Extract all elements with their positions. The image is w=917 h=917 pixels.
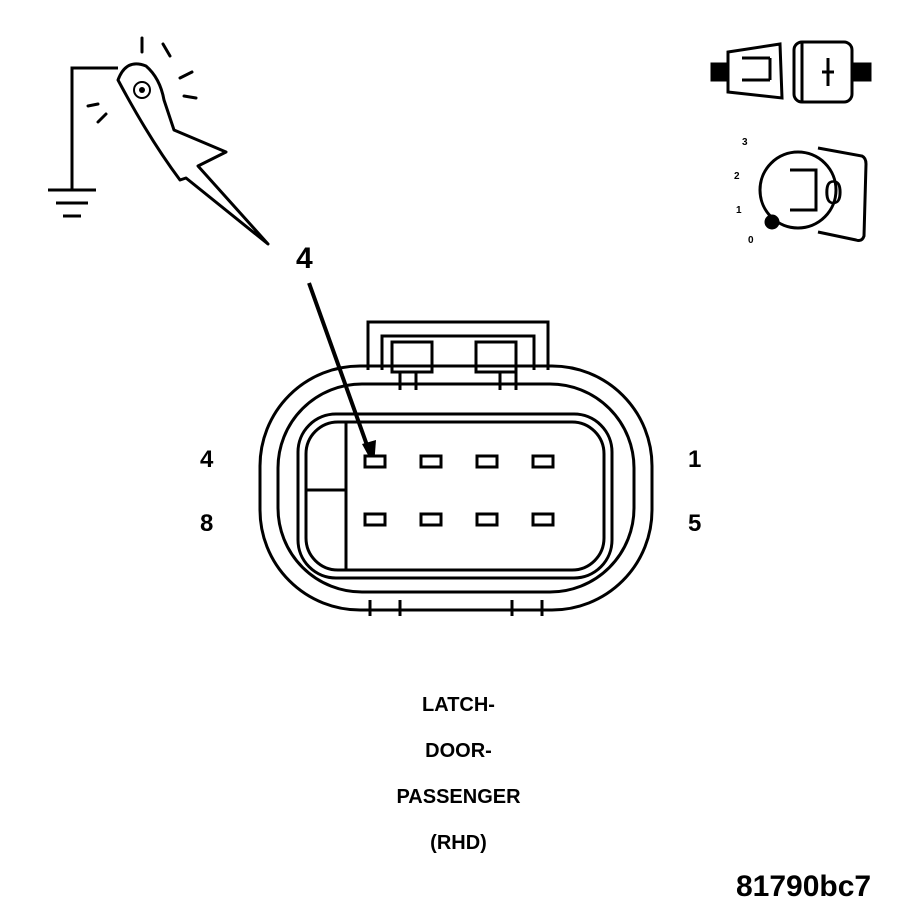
connector-cavity [296,412,614,580]
caption-line-2: DOOR- [425,740,492,762]
terminal-cavities [363,454,555,527]
connector-bottom-tabs [368,600,544,616]
caption-line-1: LATCH- [422,694,495,716]
test-light-probe-icon [86,36,270,246]
terminal-pin-1 [531,454,555,469]
figure-id: 81790bc7 [736,870,872,903]
ignition-position-3: 3 [742,137,748,148]
switch-position-marker [764,214,780,230]
terminal-pin-5 [531,512,555,527]
terminal-pin-2 [475,454,499,469]
terminal-pin-7 [419,512,443,527]
terminal-pin-6 [475,512,499,527]
terminal-pin-4 [363,454,387,469]
ignition-position-0: 0 [748,235,754,246]
terminal-pin-3 [419,454,443,469]
pin-label-bottom-right: 5 [688,510,702,537]
ignition-key-icon [758,146,868,242]
caption-line-3: PASSENGER [396,786,521,808]
connector-face [258,320,654,616]
ignition-key-label: 0 [824,174,843,212]
connector-middle-shell [276,382,636,594]
ground-symbol-icon [48,66,118,218]
pin-label-top-left: 4 [200,446,214,473]
ignition-position-2: 2 [734,171,740,182]
connector-outer-shell [258,364,654,612]
caption-line-4: (RHD) [430,832,487,854]
connector-latch-tab [366,320,550,390]
terminal-pin-8 [363,512,387,527]
pin-label-top-right: 1 [688,446,702,473]
pin-label-bottom-left: 8 [200,510,214,537]
ignition-position-1: 1 [736,205,742,216]
disconnected-connector-icon [710,40,872,104]
probe-pin-callout: 4 [296,242,313,275]
